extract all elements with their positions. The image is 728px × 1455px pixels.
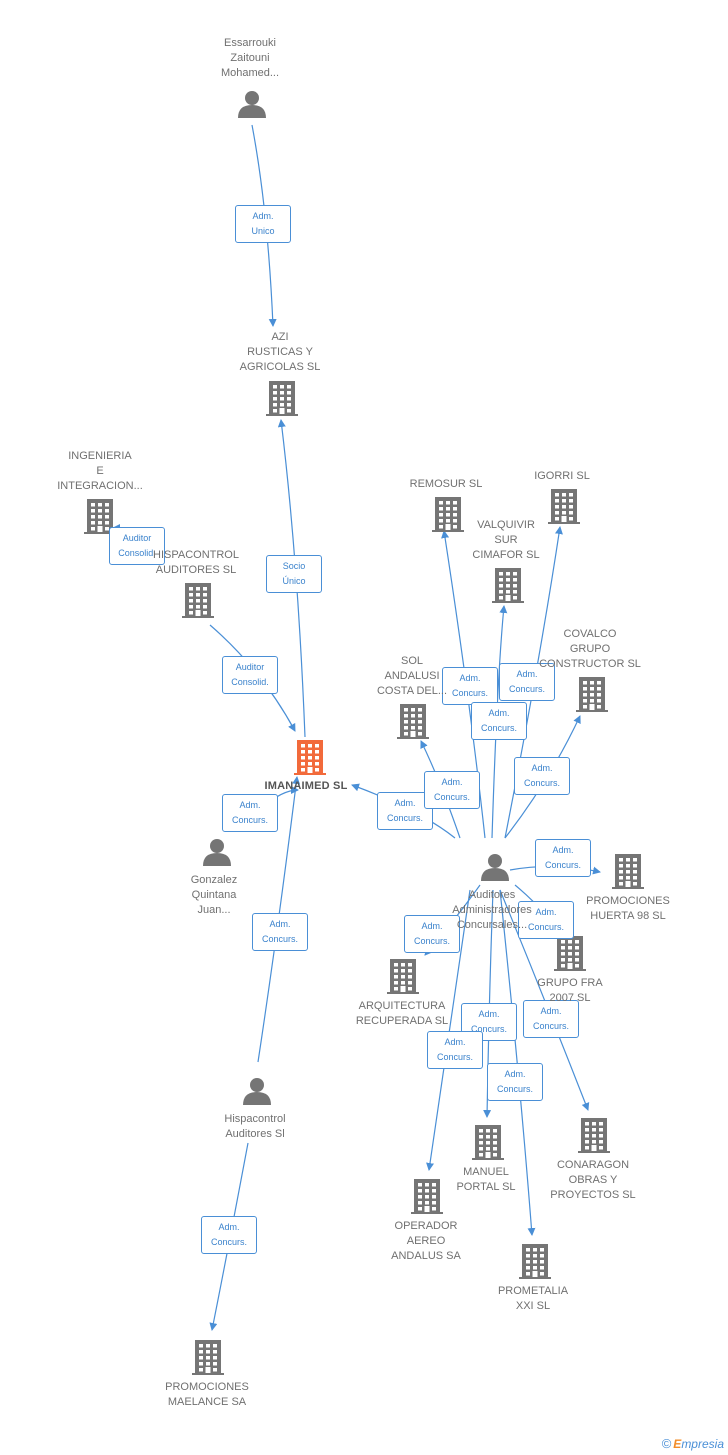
edge-label-imanaimed[interactable]: Auditor Consolid.	[222, 656, 278, 694]
brand-name: mpresia	[681, 1437, 724, 1451]
edge-label-ingenieria[interactable]: Auditor Consolid.	[109, 527, 165, 565]
node-label-manuel_portal[interactable]: MANUEL PORTAL SL	[456, 1166, 516, 1193]
edge-label-imanaimed[interactable]: Adm. Concurs.	[252, 913, 308, 951]
edge-label-covalco[interactable]: Adm. Concurs.	[514, 757, 570, 795]
building-icon-valquivir[interactable]	[492, 568, 524, 603]
node-label-operador_aereo[interactable]: OPERADOR AEREO ANDALUS SA	[391, 1220, 461, 1262]
building-icon-promociones_huerta[interactable]	[612, 854, 644, 889]
node-label-sol_andalusi[interactable]: SOL ANDALUSI COSTA DEL...	[376, 655, 448, 697]
edge-label-arquitectura[interactable]: Adm. Concurs.	[404, 915, 460, 953]
person-icon-auditores_adm[interactable]	[481, 854, 509, 881]
person-icon-hispacontrol_si[interactable]	[243, 1078, 271, 1105]
edge-label-imanaimed[interactable]: Adm. Concurs.	[377, 792, 433, 830]
building-icon-manuel_portal[interactable]	[472, 1125, 504, 1160]
edge-label-sol_andalusi[interactable]: Adm. Concurs.	[424, 771, 480, 809]
edge-label-remosur[interactable]: Adm. Concurs.	[442, 667, 498, 705]
node-label-covalco[interactable]: COVALCO GRUPO CONSTRUCTOR SL	[539, 628, 641, 670]
node-label-prometalia[interactable]: PROMETALIA XXI SL	[497, 1285, 569, 1312]
footer-brand: ©Empresia	[662, 1436, 724, 1451]
building-icon-sol_andalusi[interactable]	[397, 704, 429, 739]
building-icon-hispacontrol_sl[interactable]	[182, 583, 214, 618]
building-icon-conaragon[interactable]	[578, 1118, 610, 1153]
edge-label-promociones_huerta[interactable]: Adm. Concurs.	[535, 839, 591, 877]
node-label-gonzalez[interactable]: Gonzalez Quintana Juan...	[190, 874, 238, 916]
edge-label-conaragon[interactable]: Adm. Concurs.	[523, 1000, 579, 1038]
edge-label-promociones_maelance[interactable]: Adm. Concurs.	[201, 1216, 257, 1254]
node-label-promociones_huerta[interactable]: PROMOCIONES HUERTA 98 SL	[586, 895, 670, 922]
copyright-symbol: ©	[661, 1436, 672, 1451]
edge-label-operador_aereo[interactable]: Adm. Concurs.	[427, 1031, 483, 1069]
node-label-conaragon[interactable]: CONARAGON OBRAS Y PROYECTOS SL	[550, 1159, 636, 1201]
node-label-imanaimed[interactable]: IMANAIMED SL	[264, 780, 348, 792]
building-icon-promociones_maelance[interactable]	[192, 1340, 224, 1375]
building-icon-grupo_fra[interactable]	[554, 936, 586, 971]
edge-label-grupo_fra[interactable]: Adm. Concurs.	[518, 901, 574, 939]
edge-label-prometalia[interactable]: Adm. Concurs.	[487, 1063, 543, 1101]
building-icon-operador_aereo[interactable]	[411, 1179, 443, 1214]
node-label-ingenieria[interactable]: INGENIERIA E INTEGRACION...	[57, 450, 143, 492]
node-label-auditores_adm[interactable]: Auditores Administradores Concursales...	[452, 889, 532, 931]
node-label-hispacontrol_sl[interactable]: HISPACONTROL AUDITORES SL	[153, 549, 239, 576]
node-label-essarrouki[interactable]: Essarrouki Zaitouni Mohamed...	[220, 37, 280, 79]
building-icon-prometalia[interactable]	[519, 1244, 551, 1279]
building-icon-azi[interactable]	[266, 381, 298, 416]
edge-label-imanaimed[interactable]: Adm. Concurs.	[222, 794, 278, 832]
node-label-grupo_fra[interactable]: GRUPO FRA 2007 SL	[537, 977, 603, 1004]
node-label-hispacontrol_si[interactable]: Hispacontrol Auditores Sl	[224, 1113, 286, 1140]
node-label-remosur[interactable]: REMOSUR SL	[409, 478, 483, 490]
edge-label-azi[interactable]: Adm. Unico	[235, 205, 291, 243]
person-icon-essarrouki[interactable]	[238, 91, 266, 118]
node-label-azi[interactable]: AZI RUSTICAS Y AGRICOLAS SL	[239, 331, 321, 373]
edge-label-igorri[interactable]: Adm. Concurs.	[499, 663, 555, 701]
edge-label-azi[interactable]: Socio Único	[266, 555, 322, 593]
building-icon-arquitectura[interactable]	[387, 959, 419, 994]
node-label-valquivir[interactable]: VALQUIVIR SUR CIMAFOR SL	[472, 519, 540, 561]
edge-label-valquivir[interactable]: Adm. Concurs.	[471, 702, 527, 740]
building-icon-imanaimed[interactable]	[294, 740, 326, 775]
edge-auditores_adm-to-operador_aereo	[426, 889, 471, 1171]
building-icon-remosur[interactable]	[432, 497, 464, 532]
node-label-igorri[interactable]: IGORRI SL	[534, 470, 590, 482]
building-icon-ingenieria[interactable]	[84, 499, 116, 534]
person-icon-gonzalez[interactable]	[203, 839, 231, 866]
edge-label-manuel_portal[interactable]: Adm. Concurs.	[461, 1003, 517, 1041]
node-label-arquitectura[interactable]: ARQUITECTURA RECUPERADA SL	[355, 1000, 449, 1027]
building-icon-covalco[interactable]	[576, 677, 608, 712]
node-label-promociones_maelance[interactable]: PROMOCIONES MAELANCE SA	[165, 1381, 249, 1408]
brand-initial: E	[673, 1437, 682, 1451]
building-icon-igorri[interactable]	[548, 489, 580, 524]
